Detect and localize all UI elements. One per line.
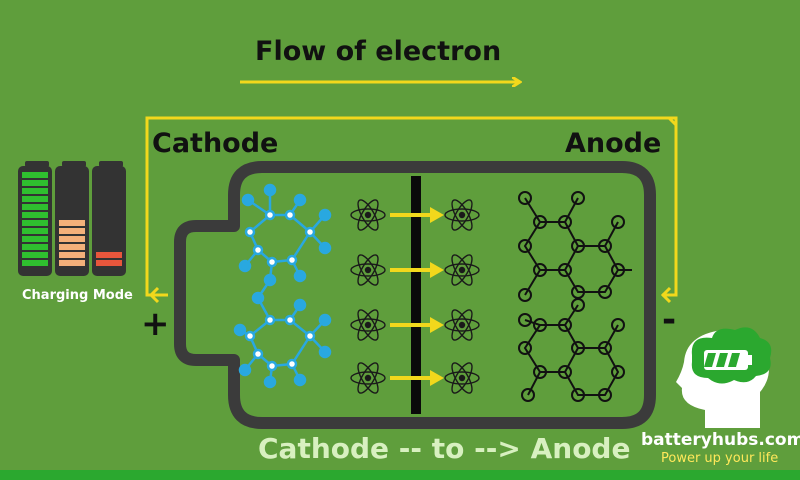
battery-icon: [18, 161, 52, 276]
minus-sign: -: [662, 300, 677, 340]
cathode-molecule-top: [238, 183, 332, 305]
ion-arrows: [390, 207, 444, 386]
bottom-bar: [0, 470, 800, 480]
wire-arrowhead-left: [148, 286, 160, 304]
battery-icon: [55, 161, 89, 276]
atom-icon: [350, 196, 386, 234]
wire-arrowhead-right-top: [667, 116, 678, 127]
brand-name: batteryhubs.com: [641, 430, 800, 450]
atom-icon: [444, 196, 480, 234]
battery-icon: [92, 161, 126, 276]
atom-icon: [350, 306, 386, 344]
atom-icon: [350, 359, 386, 397]
caption: Cathode -- to --> Anode: [258, 432, 631, 465]
cathode-label: Cathode: [152, 128, 279, 159]
head-icon: [676, 327, 772, 428]
cathode-molecule-bottom: [233, 297, 332, 389]
anode-structure-bottom: [518, 298, 625, 402]
atom-icon: [444, 251, 480, 289]
battery-outline: [174, 161, 656, 429]
plus-sign: +: [141, 304, 170, 344]
atom-icon: [350, 251, 386, 289]
anode-structure-top: [518, 191, 632, 302]
atom-icon: [444, 306, 480, 344]
wire-arrowhead-right: [660, 286, 672, 304]
anode-label: Anode: [565, 128, 662, 159]
atom-icon: [444, 359, 480, 397]
brand-tagline: Power up your life: [661, 451, 779, 466]
charging-mode-label: Charging Mode: [22, 288, 133, 303]
separator: [411, 176, 421, 414]
diagram-title: Flow of electron: [255, 36, 502, 67]
